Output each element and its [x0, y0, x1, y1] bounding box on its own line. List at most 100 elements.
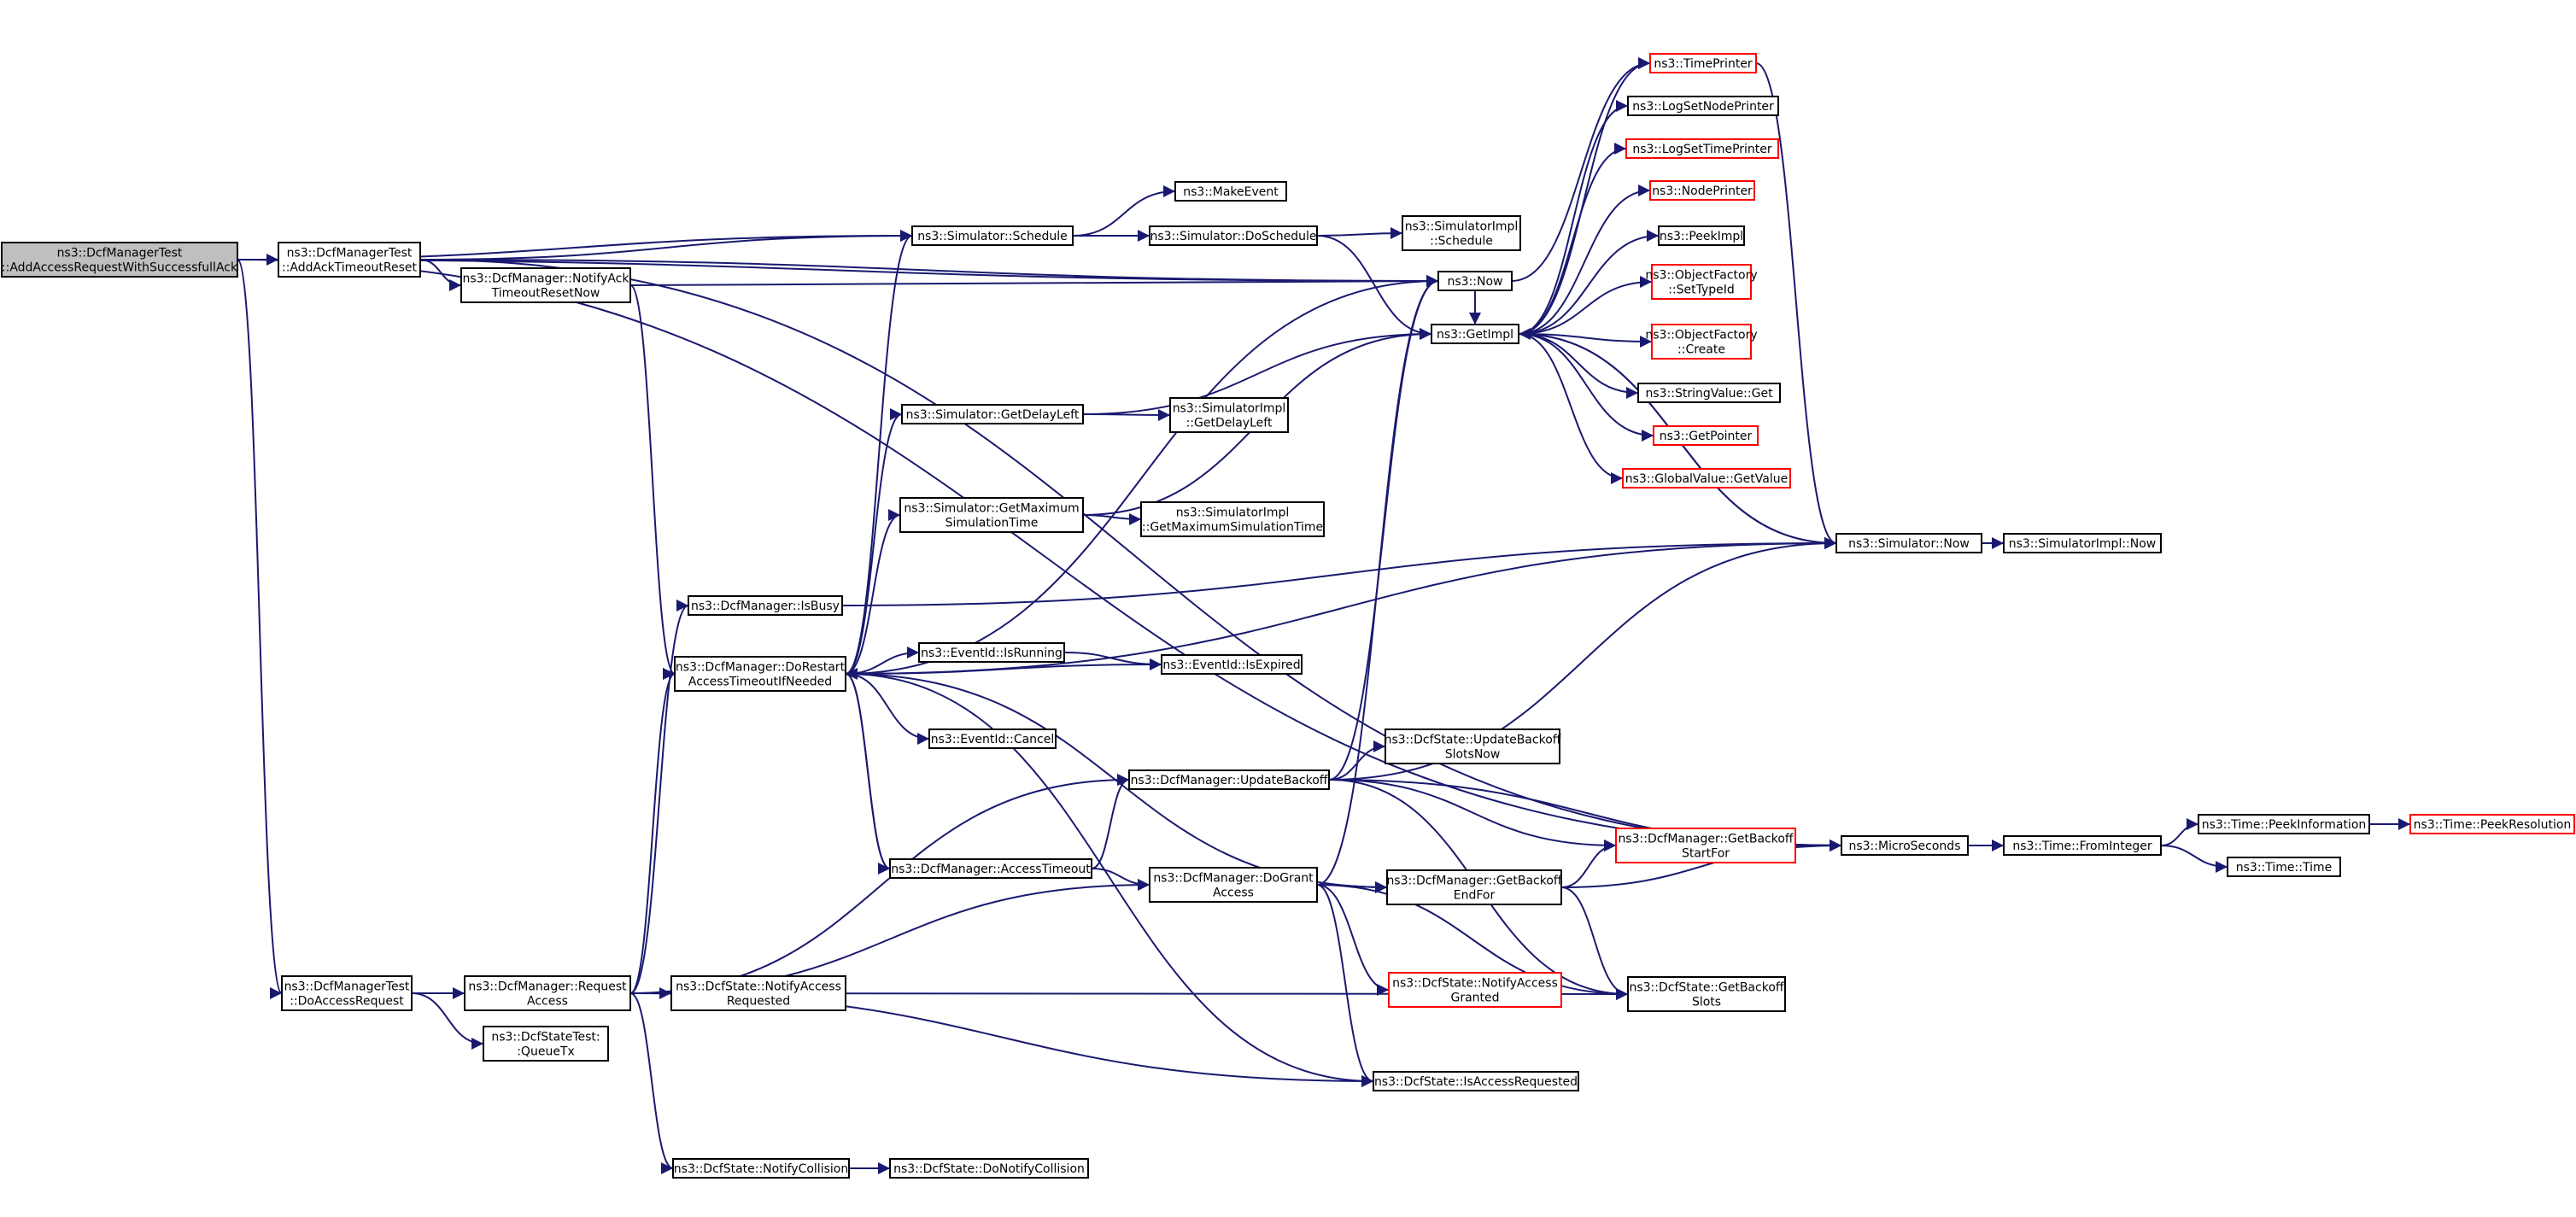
node-implGetMaxSimTime[interactable]: ns3::SimulatorImpl::GetMaximumSimulation… [1140, 501, 1325, 537]
node-setTypeId[interactable]: ns3::ObjectFactory::SetTypeId [1645, 264, 1758, 300]
node-label: Granted [1450, 992, 1499, 1005]
node-box [1841, 835, 1969, 856]
node-label: ::Create [1677, 343, 1725, 357]
node-label: ns3::Time::Time [2236, 861, 2332, 875]
node-schedule[interactable]: ns3::Simulator::Schedule [911, 225, 1074, 246]
node-implGetDelayLeft[interactable]: ns3::SimulatorImpl::GetDelayLeft [1169, 397, 1289, 433]
node-ofCreate[interactable]: ns3::ObjectFactory::Create [1645, 324, 1758, 360]
node-implSchedule[interactable]: ns3::SimulatorImpl::Schedule [1402, 215, 1521, 251]
node-peekResolution[interactable]: ns3::Time::PeekResolution [2409, 814, 2575, 834]
node-peekInformation[interactable]: ns3::Time::PeekInformation [2198, 814, 2370, 834]
node-box [483, 1026, 609, 1062]
node-label: SlotsNow [1445, 748, 1501, 762]
node-notifyAckTimeoutResetNow[interactable]: ns3::DcfManager::NotifyAckTimeoutResetNo… [460, 267, 631, 303]
node-notifyCollision[interactable]: ns3::DcfState::NotifyCollision [672, 1158, 850, 1179]
node-box [1385, 728, 1560, 764]
edge-requestAccess-to-isBusy [629, 600, 689, 994]
node-label: AccessTimeoutIfNeeded [688, 676, 832, 689]
node-doSchedule[interactable]: ns3::Simulator::DoSchedule [1149, 225, 1318, 246]
node-box [2409, 814, 2575, 834]
node-box [688, 595, 843, 616]
node-box [1437, 271, 1513, 291]
node-eventIsExpired[interactable]: ns3::EventId::IsExpired [1161, 654, 1303, 675]
node-label: Access [1213, 886, 1254, 900]
edge-getDelayLeft-to-getImpl [1082, 328, 1432, 415]
edge-requestAccess-to-updateBackoff [629, 774, 1130, 994]
edge-getImpl-to-logSetTimePrinter [1518, 143, 1627, 335]
node-makeEvent[interactable]: ns3::MakeEvent [1174, 181, 1287, 202]
edge-getImpl-to-nodePrinter [1518, 184, 1651, 335]
node-getPointer[interactable]: ns3::GetPointer [1653, 425, 1759, 446]
node-label: StartFor [1682, 847, 1730, 861]
node-getImpl[interactable]: ns3::GetImpl [1431, 324, 1519, 344]
node-label: ns3::Now [1448, 275, 1503, 289]
node-getMaxSimTime[interactable]: ns3::Simulator::GetMaximumSimulationTime [899, 497, 1084, 533]
node-box [1649, 180, 1755, 201]
edge-getImpl-to-getPointer [1518, 333, 1654, 442]
node-accessTimeout[interactable]: ns3::DcfManager::AccessTimeout [889, 858, 1092, 879]
node-box [1431, 324, 1519, 344]
node-addAckTimeoutReset[interactable]: ns3::DcfManagerTest::AddAckTimeoutReset [278, 242, 421, 278]
node-stringValueGet[interactable]: ns3::StringValue::Get [1637, 383, 1781, 403]
node-getDelayLeft[interactable]: ns3::Simulator::GetDelayLeft [901, 404, 1084, 424]
node-doRestart[interactable]: ns3::DcfManager::DoRestartAccessTimeoutI… [674, 656, 846, 692]
node-microSeconds[interactable]: ns3::MicroSeconds [1841, 835, 1969, 856]
node-queueTx[interactable]: ns3::DcfStateTest::QueueTx [483, 1026, 609, 1062]
node-label: TimeoutResetNow [491, 287, 600, 301]
node-globalValueGetValue[interactable]: ns3::GlobalValue::GetValue [1622, 468, 1791, 489]
edge-timePrinter-to-simulatorNow [1755, 62, 1837, 549]
node-label: ns3::EventId::Cancel [931, 733, 1055, 746]
nodes-layer: ns3::DcfManagerTest::AddAccessRequestWit… [1, 53, 2575, 1179]
node-label: ns3::EventId::IsRunning [921, 647, 1063, 660]
node-label: ::AddAckTimeoutReset [282, 261, 417, 275]
node-label: ns3::DcfManager::GetBackoff [1386, 875, 1561, 888]
node-isAccessRequested[interactable]: ns3::DcfState::IsAccessRequested [1373, 1071, 1579, 1091]
node-now[interactable]: ns3::Now [1437, 271, 1513, 291]
node-logSetNodePrinter[interactable]: ns3::LogSetNodePrinter [1627, 96, 1779, 116]
edge-doGrantAccess-to-isAccessRequested [1316, 884, 1374, 1087]
node-eventIsRunning[interactable]: ns3::EventId::IsRunning [918, 642, 1065, 663]
node-isBusy[interactable]: ns3::DcfManager::IsBusy [688, 595, 843, 616]
edge-notifyAckTimeoutResetNow-to-now [629, 275, 1439, 288]
node-box [1140, 501, 1325, 537]
node-doAccessRequest[interactable]: ns3::DcfManagerTest::DoAccessRequest [281, 975, 413, 1011]
node-label: ns3::NodePrinter [1652, 184, 1753, 198]
node-label: ns3::SimulatorImpl::Now [2009, 537, 2157, 551]
node-box [889, 858, 1092, 879]
edge-getImpl-to-logSetNodePrinter [1518, 100, 1629, 335]
node-eventCancel[interactable]: ns3::EventId::Cancel [928, 728, 1057, 749]
node-timePrinter[interactable]: ns3::TimePrinter [1649, 53, 1757, 73]
node-peekImpl[interactable]: ns3::PeekImpl [1658, 225, 1745, 246]
node-label: ns3::DcfManager::DoRestart [676, 661, 846, 675]
node-timeTime[interactable]: ns3::Time::Time [2227, 857, 2341, 877]
node-box [901, 404, 1084, 424]
node-label: ns3::DcfState::UpdateBackoff [1385, 734, 1561, 747]
node-box [2003, 533, 2162, 553]
node-updateBackoff[interactable]: ns3::DcfManager::UpdateBackoff [1128, 769, 1330, 790]
node-doNotifyCollision[interactable]: ns3::DcfState::DoNotifyCollision [889, 1158, 1089, 1179]
node-box [1651, 324, 1752, 360]
node-simulatorNow[interactable]: ns3::Simulator::Now [1835, 533, 1982, 553]
edge-now-to-timePrinter [1511, 57, 1651, 282]
node-label: ns3::Time::FromInteger [2012, 840, 2152, 853]
node-nodePrinter[interactable]: ns3::NodePrinter [1649, 180, 1755, 201]
node-label: ns3::DcfManager::NotifyAck [463, 272, 630, 286]
node-box [1402, 215, 1521, 251]
node-fromInteger[interactable]: ns3::Time::FromInteger [2003, 835, 2162, 856]
node-box [918, 642, 1065, 663]
node-box [928, 728, 1057, 749]
node-implNow[interactable]: ns3::SimulatorImpl::Now [2003, 533, 2162, 553]
node-logSetTimePrinter[interactable]: ns3::LogSetTimePrinter [1625, 138, 1779, 159]
edge-doRestart-to-getMaxSimTime [845, 509, 901, 675]
edge-accessTimeout-to-doRestart [845, 668, 891, 869]
node-root[interactable]: ns3::DcfManagerTest::AddAccessRequestWit… [1, 242, 238, 278]
